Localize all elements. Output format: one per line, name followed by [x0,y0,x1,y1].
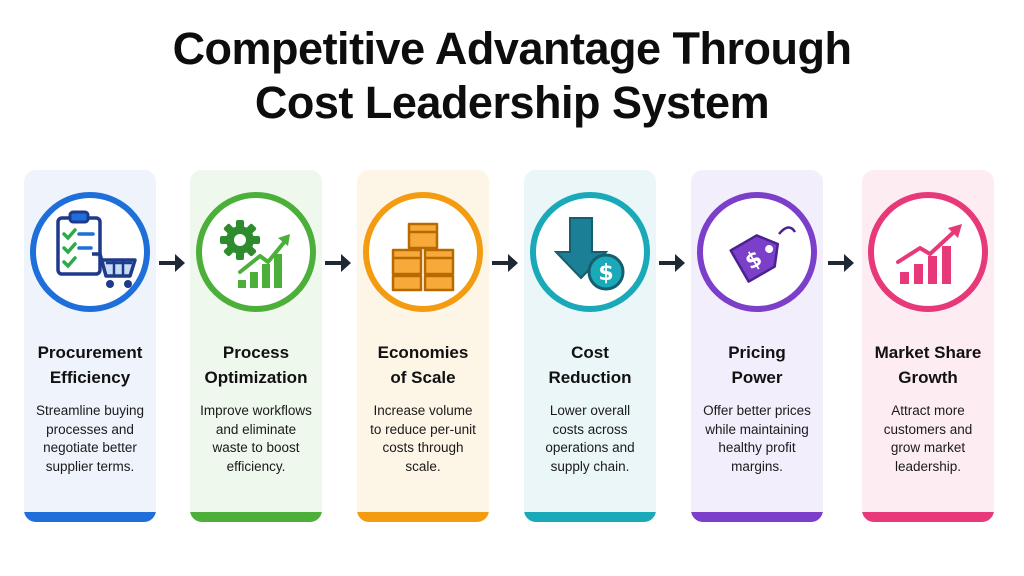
step-heading: Economies of Scale [377,343,469,387]
accent-bar [524,512,656,522]
icon-ring [30,192,150,312]
step-description: Offer better prices while maintaining he… [703,403,811,474]
icon-ring: $ [697,192,817,312]
step-heading: Market Share Growth [874,343,982,387]
price-tag-icon: $ [729,226,797,283]
step-card-procurement: Procurement Efficiency Streamline buying… [24,170,156,522]
page-title: Competitive Advantage Through Cost Leade… [0,22,1024,130]
arrow-right-icon [325,254,351,272]
step-heading: Cost Reduction [548,343,632,387]
accent-bar [24,512,156,522]
growth-chart-icon [896,224,962,284]
accent-bar [691,512,823,522]
step-heading: Pricing Power [728,343,786,387]
arrow-right-icon [659,254,685,272]
icon-ring: $ [530,192,650,312]
icon-ring [363,192,483,312]
icon-ring [868,192,988,312]
accent-bar [190,512,322,522]
stacked-boxes-icon [391,222,455,292]
arrow-right-icon [828,254,854,272]
step-description: Attract more customers and grow market l… [883,403,973,474]
accent-bar [357,512,489,522]
step-description: Improve workflows and eliminate waste to… [200,403,312,474]
step-heading: Process Optimization [204,343,308,387]
step-card-market: Market Share Growth Attract more custome… [862,170,994,522]
title-line-2: Cost Leadership System [254,77,770,128]
arrow-right-icon [159,254,185,272]
gear-growth-icon [220,220,290,288]
accent-bar [862,512,994,522]
step-description: Lower overall costs across operations an… [545,403,635,474]
icon-ring [196,192,316,312]
down-arrow-dollar-icon: $ [553,217,625,291]
clipboard-cart-icon [56,210,137,288]
title-line-1: Competitive Advantage Through [172,23,852,74]
step-card-process: Process Optimization Improve workflows a… [190,170,322,522]
step-card-cost: $ Cost Reduction Lower overall costs acr… [524,170,656,522]
step-description: Streamline buying processes and negotiat… [35,403,145,474]
step-card-scale: Economies of Scale Increase volume to re… [357,170,489,522]
arrow-right-icon [492,254,518,272]
step-description: Increase volume to reduce per-unit costs… [370,403,476,474]
svg-text:$: $ [598,261,613,286]
step-card-pricing: $ Pricing Power Offer better prices whil… [691,170,823,522]
step-heading: Procurement Efficiency [37,343,143,387]
